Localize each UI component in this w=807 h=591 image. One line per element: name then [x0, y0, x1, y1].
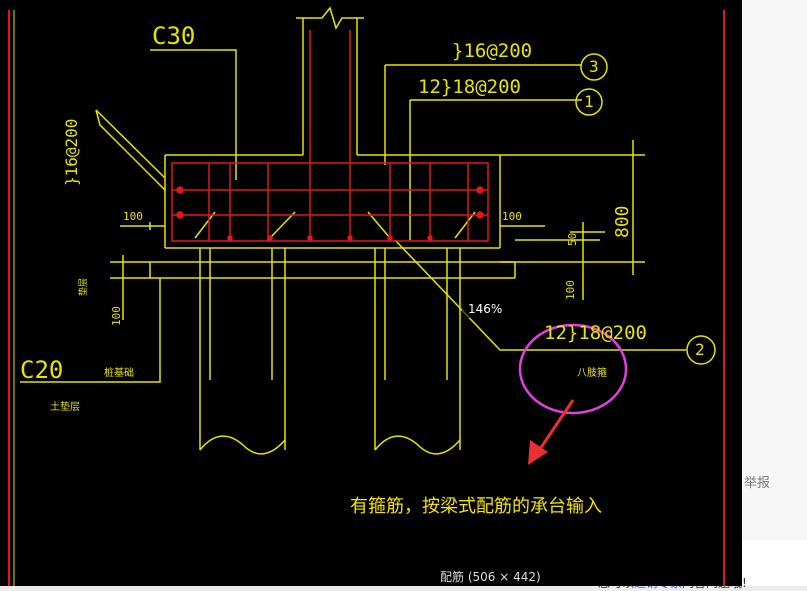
- label-rebar-mid: 12}18@200: [418, 76, 521, 98]
- image-viewer[interactable]: C30 C20 }16@200 12}18@200 12}18@200 }16@…: [0, 0, 742, 586]
- rebar-cage: [171, 30, 489, 242]
- label-mark-1: 1: [584, 92, 594, 111]
- mark-1-circle: [575, 88, 603, 116]
- label-dim-100-left: 100: [123, 210, 143, 223]
- stirrup-outer: [171, 162, 489, 242]
- label-rebar-top: }16@200: [452, 40, 533, 62]
- label-note-right: 八肢箍: [577, 368, 607, 379]
- label-dim-800: 800: [612, 205, 633, 238]
- pile-left-break: [199, 435, 286, 455]
- arrow-head: [528, 440, 548, 465]
- mark-2-circle: [686, 335, 716, 365]
- rebar-dots: [176, 186, 484, 241]
- label-dim-100-lower: 100: [564, 280, 577, 300]
- slope-line-2: [95, 109, 166, 191]
- c30-leader: [150, 49, 237, 180]
- label-note-left: 垫层: [79, 277, 89, 296]
- annotation-text: 有箍筋，按梁式配筋的承台输入: [350, 496, 602, 517]
- label-rebar-bottom: 12}18@200: [544, 322, 647, 344]
- right-sidebar: [742, 0, 807, 586]
- pile-right-break: [374, 435, 461, 455]
- cad-drawing: [8, 6, 725, 586]
- arrow-line: [536, 399, 575, 453]
- label-mark-3: 3: [589, 57, 599, 76]
- zoom-level-badge: 146%: [462, 300, 509, 318]
- break-symbol: [296, 6, 364, 30]
- highlight-circle: [518, 323, 628, 415]
- mark-3-circle: [580, 53, 608, 81]
- label-dim-100-right: 100: [502, 210, 522, 223]
- label-note-soil: 土垫层: [50, 402, 80, 413]
- report-link[interactable]: 举报: [744, 476, 771, 491]
- label-dim-100-vert: 100: [110, 306, 123, 326]
- label-c20: C20: [20, 356, 64, 384]
- c20-leader: [20, 278, 161, 383]
- label-note-pile: 桩基础: [104, 368, 134, 379]
- label-rebar-left: }16@200: [62, 118, 81, 186]
- mark2-leader: [394, 239, 686, 351]
- image-caption: 配筋 (506 × 442): [440, 570, 541, 584]
- label-c30: C30: [152, 22, 196, 50]
- slope-line-1: [95, 109, 166, 179]
- concrete-outline: [20, 6, 716, 455]
- label-dim-50: 50: [566, 232, 579, 246]
- label-mark-2: 2: [695, 340, 705, 359]
- right-card: [742, 540, 807, 586]
